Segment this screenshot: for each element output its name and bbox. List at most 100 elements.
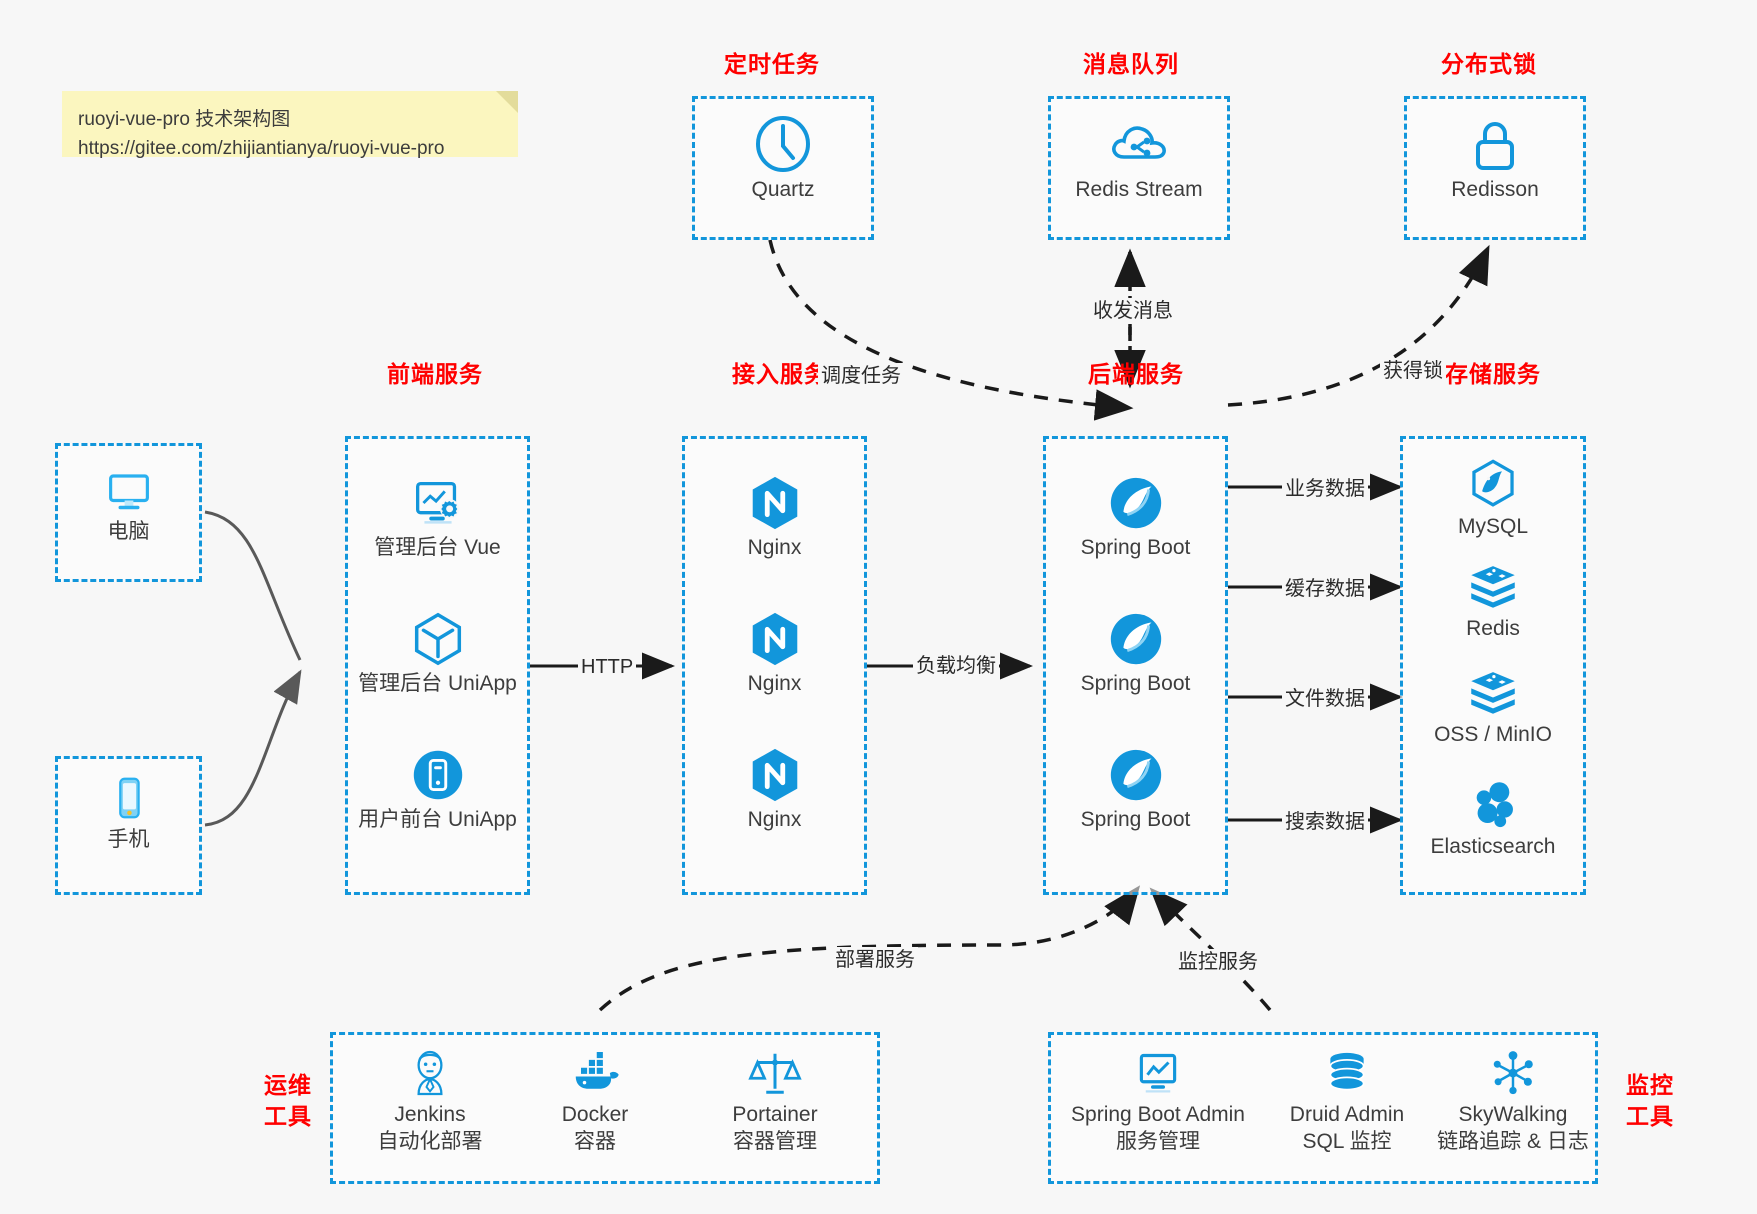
spring-boot-icon (1110, 477, 1161, 529)
node-label: Nginx (747, 808, 802, 831)
node-label: Elasticsearch (1430, 835, 1556, 858)
node-label: SkyWalking (1458, 1103, 1568, 1126)
node-portainer[interactable]: Portainer 容器管理 (690, 1045, 860, 1155)
nginx-icon (752, 748, 797, 802)
node-label: 管理后台 UniApp (358, 672, 517, 695)
node-label: Redis Stream (1075, 178, 1203, 201)
node-elasticsearch[interactable]: Elasticsearch (1400, 775, 1586, 860)
node-redis-stream[interactable]: Redis Stream (1048, 112, 1230, 203)
node-admin-uniapp[interactable]: 管理后台 UniApp (345, 608, 530, 697)
node-redis[interactable]: Redis (1400, 557, 1586, 642)
devops-title-line2: 工具 (264, 1103, 312, 1129)
group-title-backend: 后端服务 (1088, 361, 1184, 387)
edge-label-deploy-service: 部署服务 (832, 947, 918, 973)
spring-boot-icon (1110, 613, 1161, 665)
node-client-phone[interactable]: 手机 (55, 770, 202, 853)
node-client-computer[interactable]: 电脑 (55, 462, 202, 545)
group-title-mq: 消息队列 (1083, 51, 1179, 77)
nginx-icon (752, 612, 797, 666)
group-title-lock: 分布式锁 (1441, 51, 1537, 77)
database-icon (1329, 1052, 1365, 1091)
edge-label-http: HTTP (578, 654, 637, 680)
edge-label-search-data: 搜索数据 (1282, 809, 1368, 835)
redis-icon (1471, 566, 1515, 608)
node-spring-boot-1[interactable]: Spring Boot (1043, 472, 1228, 561)
monitor-title-line1: 监控 (1626, 1072, 1674, 1098)
node-label: 手机 (107, 828, 150, 851)
note-title: ruoyi-vue-pro 技术架构图 (78, 109, 291, 130)
group-title-scheduler: 定时任务 (724, 51, 820, 77)
clock-icon (756, 116, 810, 172)
node-label: OSS / MinIO (1434, 723, 1552, 746)
node-label: Spring Boot (1080, 808, 1191, 831)
mobile-app-icon (413, 750, 462, 800)
node-docker[interactable]: Docker 容器 (510, 1045, 680, 1155)
group-title-gateway: 接入服务 (732, 361, 828, 387)
node-label: 管理后台 Vue (374, 536, 501, 559)
spring-boot-icon (1110, 749, 1161, 801)
mobile-phone-icon (118, 777, 140, 819)
note-fold-corner (496, 91, 518, 113)
node-user-uniapp[interactable]: 用户前台 UniApp (345, 744, 530, 833)
node-label: Nginx (747, 536, 802, 559)
node-label: Druid Admin (1289, 1103, 1405, 1126)
node-nginx-1[interactable]: Nginx (682, 472, 867, 561)
node-nginx-3[interactable]: Nginx (682, 744, 867, 833)
node-label: MySQL (1457, 515, 1528, 538)
skywalking-icon (1493, 1051, 1533, 1095)
node-label: Nginx (747, 672, 802, 695)
edge-label-monitor-service: 监控服务 (1175, 949, 1261, 975)
node-spring-boot-3[interactable]: Spring Boot (1043, 744, 1228, 833)
group-box-monitor (1048, 1032, 1598, 1184)
node-redisson[interactable]: Redisson (1404, 112, 1586, 203)
node-label: Docker (561, 1103, 629, 1126)
diagram-note: ruoyi-vue-pro 技术架构图 https://gitee.com/zh… (62, 91, 518, 159)
group-title-devops: 运维 工具 (258, 1070, 318, 1132)
node-label: Portainer (732, 1103, 818, 1126)
scales-icon (748, 1053, 802, 1094)
group-box-client-computer (55, 443, 202, 582)
note-url: https://gitee.com/zhijiantianya/ruoyi-vu… (78, 138, 445, 159)
edge-label-biz-data: 业务数据 (1282, 476, 1368, 502)
edge-label-schedule-task: 调度任务 (818, 363, 904, 389)
jenkins-icon (417, 1050, 443, 1096)
docker-icon (575, 1052, 619, 1089)
node-admin-vue[interactable]: 管理后台 Vue (345, 472, 530, 561)
node-skywalking[interactable]: SkyWalking 链路追踪 & 日志 (1428, 1045, 1598, 1155)
node-druid-admin[interactable]: Druid Admin SQL 监控 (1262, 1045, 1432, 1155)
elasticsearch-icon (1476, 782, 1513, 828)
lock-icon (1476, 122, 1514, 170)
edge-label-file-data: 文件数据 (1282, 686, 1368, 712)
edge-label-acquire-lock: 获得锁 (1380, 358, 1446, 384)
group-title-monitor: 监控 工具 (1620, 1070, 1680, 1132)
group-title-frontend: 前端服务 (387, 361, 483, 387)
group-box-mq (1048, 96, 1230, 240)
node-oss-minio[interactable]: OSS / MinIO (1400, 663, 1586, 748)
node-mysql[interactable]: MySQL (1400, 455, 1586, 540)
node-nginx-2[interactable]: Nginx (682, 608, 867, 697)
nginx-icon (752, 476, 797, 530)
group-title-storage: 存储服务 (1445, 361, 1541, 387)
node-quartz[interactable]: Quartz (692, 112, 874, 203)
node-spring-boot-2[interactable]: Spring Boot (1043, 608, 1228, 697)
devops-title-line1: 运维 (264, 1072, 312, 1098)
node-label: Spring Boot (1080, 536, 1191, 559)
node-sublabel: 链路追踪 & 日志 (1437, 1130, 1589, 1153)
node-label: Quartz (751, 178, 815, 201)
oss-minio-icon (1471, 672, 1515, 714)
desktop-computer-icon (108, 474, 149, 510)
mysql-icon (1472, 459, 1514, 507)
node-label: Redis (1466, 617, 1520, 640)
monitor-chart-icon (1139, 1053, 1177, 1093)
node-spring-boot-admin[interactable]: Spring Boot Admin 服务管理 (1058, 1045, 1258, 1155)
uniapp-cube-icon (414, 612, 461, 666)
edge-label-load-balance: 负载均衡 (913, 653, 999, 679)
node-label: 电脑 (107, 520, 150, 543)
node-label: 用户前台 UniApp (358, 808, 517, 831)
node-jenkins[interactable]: Jenkins 自动化部署 (345, 1045, 515, 1155)
admin-dashboard-icon (415, 481, 459, 524)
node-sublabel: SQL 监控 (1302, 1130, 1392, 1153)
cloud-stream-icon (1112, 126, 1166, 159)
node-label: Redisson (1451, 178, 1539, 201)
